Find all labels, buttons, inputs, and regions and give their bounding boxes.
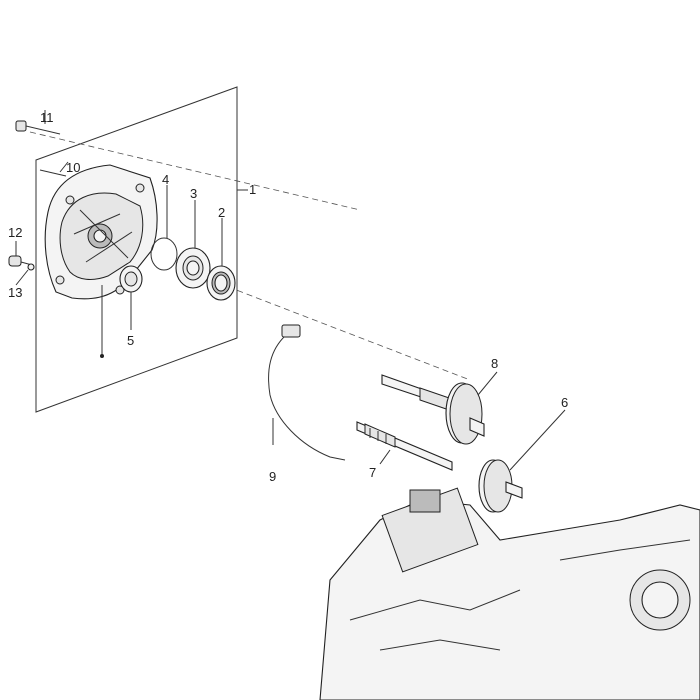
bolt-part[interactable]	[15, 120, 61, 135]
pin-part[interactable]	[39, 169, 67, 177]
callout-13: 13	[8, 285, 22, 300]
callout-4: 4	[162, 172, 169, 187]
leader-dot-marker	[100, 354, 104, 358]
circlip-part[interactable]	[150, 237, 178, 271]
callout-12: 12	[8, 225, 22, 240]
transmission-cover-part[interactable]	[44, 164, 158, 300]
callout-11: 11	[40, 110, 54, 125]
callout-8: 8	[491, 356, 498, 371]
callout-1: 1	[249, 182, 256, 197]
callout-2: 2	[218, 205, 225, 220]
small-bearing-part[interactable]	[119, 265, 143, 293]
oil-seal-part[interactable]	[206, 265, 236, 301]
plug-part[interactable]	[8, 255, 33, 267]
leader-8	[477, 371, 498, 396]
callout-3: 3	[190, 186, 197, 201]
assembly-frame	[35, 86, 238, 413]
cable-part[interactable]	[268, 324, 346, 461]
leader-10	[59, 161, 69, 173]
callout-10: 10	[66, 160, 80, 175]
callout-9: 9	[269, 469, 276, 484]
intermediate-gear-part[interactable]	[478, 459, 523, 513]
output-shaft-gear-part[interactable]	[381, 374, 485, 445]
assembly-axis-lower	[199, 275, 471, 381]
drive-shaft-part[interactable]	[356, 421, 453, 471]
washer-part[interactable]	[27, 263, 35, 271]
leader-7	[379, 449, 391, 465]
leader-13	[15, 269, 29, 286]
callout-7: 7	[369, 465, 376, 480]
callout-6: 6	[561, 395, 568, 410]
assembly-axis-upper	[29, 131, 361, 211]
engine-block-part[interactable]	[319, 487, 700, 700]
leader-6	[509, 409, 566, 471]
bearing-part[interactable]	[175, 247, 211, 289]
callout-5: 5	[127, 333, 134, 348]
